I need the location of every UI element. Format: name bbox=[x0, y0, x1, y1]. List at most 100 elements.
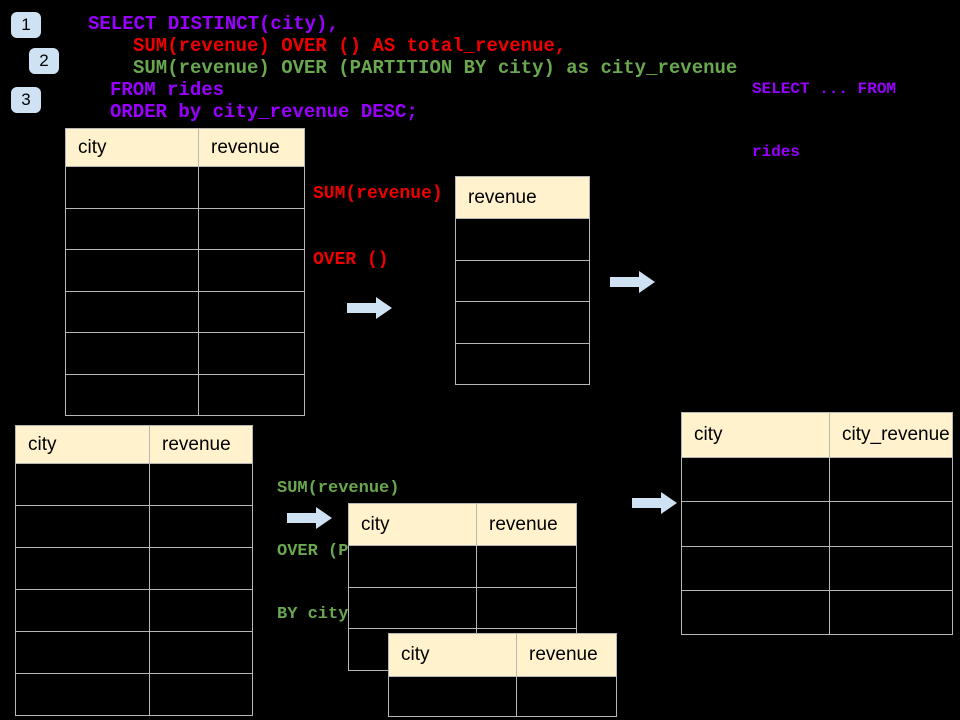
table-cell bbox=[15, 463, 150, 506]
table-cell bbox=[65, 290, 199, 333]
table-cell bbox=[388, 676, 517, 717]
table-row bbox=[15, 589, 253, 632]
table-cell bbox=[681, 545, 830, 591]
table-cell bbox=[149, 631, 253, 674]
table-row bbox=[15, 631, 253, 674]
table-cell bbox=[65, 332, 199, 375]
table-header-row: revenue bbox=[455, 176, 590, 219]
table-cell bbox=[829, 501, 953, 547]
table-cell bbox=[829, 589, 953, 636]
arrow-right-icon bbox=[347, 297, 392, 319]
table-cell bbox=[149, 547, 253, 590]
arrow-right-icon bbox=[632, 492, 677, 514]
table-cell bbox=[15, 547, 150, 590]
sql-line-sum-partition: SUM(revenue) OVER (PARTITION BY city) as… bbox=[133, 57, 738, 79]
table-cell bbox=[681, 589, 830, 636]
table-row bbox=[15, 505, 253, 548]
annotation-partition-line-3: BY city) bbox=[277, 605, 359, 624]
table-cell bbox=[455, 342, 590, 385]
table-cell bbox=[198, 373, 305, 416]
column-header: city bbox=[65, 128, 199, 167]
table-row bbox=[15, 673, 253, 716]
table-row bbox=[681, 589, 953, 636]
column-header: revenue bbox=[455, 176, 590, 219]
table-cell bbox=[829, 545, 953, 591]
annotation-total-line-1: SUM(revenue) bbox=[313, 184, 443, 204]
table-cell bbox=[149, 589, 253, 632]
annotation-partition-line-1: SUM(revenue) bbox=[277, 479, 400, 498]
table-row bbox=[65, 249, 305, 292]
sql-line-from: FROM rides bbox=[110, 79, 225, 101]
table-cell bbox=[149, 673, 253, 716]
side-note-line-1: SELECT ... FROM bbox=[752, 80, 897, 98]
table-cell bbox=[681, 456, 830, 503]
column-header: revenue bbox=[149, 425, 253, 464]
column-header: city bbox=[15, 425, 150, 464]
annotation-total-revenue: SUM(revenue) OVER () bbox=[313, 139, 443, 315]
table-cell bbox=[15, 589, 150, 632]
arrow-right-icon bbox=[610, 271, 655, 293]
column-header: city bbox=[388, 633, 517, 677]
table-cell bbox=[149, 505, 253, 548]
sql-line-sum-over: SUM(revenue) OVER () AS total_revenue, bbox=[133, 35, 567, 57]
table-row bbox=[388, 676, 617, 717]
table-row bbox=[681, 456, 953, 503]
column-header: revenue bbox=[516, 633, 617, 677]
table-cell bbox=[455, 301, 590, 344]
table-row bbox=[65, 332, 305, 375]
table-row bbox=[348, 545, 577, 588]
table-row bbox=[15, 547, 253, 590]
table-row bbox=[455, 342, 590, 385]
table-row bbox=[455, 259, 590, 302]
table-cell bbox=[681, 501, 830, 547]
table-cell bbox=[198, 290, 305, 333]
column-header: city bbox=[348, 503, 477, 546]
table-row bbox=[65, 373, 305, 416]
column-header: revenue bbox=[198, 128, 305, 167]
table-row bbox=[348, 586, 577, 629]
column-header: revenue bbox=[476, 503, 577, 546]
table-cell bbox=[15, 505, 150, 548]
table-cell bbox=[65, 166, 199, 209]
table-cell bbox=[348, 545, 477, 588]
table-cell bbox=[516, 676, 617, 717]
step-badge-2: 2 bbox=[29, 48, 59, 74]
side-note-line-2: rides bbox=[752, 143, 801, 161]
table-row bbox=[15, 463, 253, 506]
sql-line-order-by: ORDER by city_revenue DESC; bbox=[110, 101, 418, 123]
sql-line-select: SELECT DISTINCT(city), bbox=[88, 13, 339, 35]
annotation-total-line-2: OVER () bbox=[313, 250, 389, 270]
table-row bbox=[455, 218, 590, 261]
table-cell bbox=[455, 259, 590, 302]
table-cell bbox=[65, 207, 199, 250]
table-cell bbox=[15, 631, 150, 674]
column-header: city bbox=[681, 412, 830, 458]
table-row bbox=[65, 207, 305, 250]
table-row bbox=[65, 290, 305, 333]
table-cell bbox=[198, 332, 305, 375]
table-cell bbox=[348, 586, 477, 629]
table-row bbox=[681, 501, 953, 547]
table-cell bbox=[198, 207, 305, 250]
table-row bbox=[65, 166, 305, 209]
total-revenue-table: revenue bbox=[455, 176, 590, 385]
table-cell bbox=[15, 673, 150, 716]
table-cell bbox=[198, 249, 305, 292]
table-cell bbox=[455, 218, 590, 261]
table-cell bbox=[476, 545, 577, 588]
table-row bbox=[681, 545, 953, 591]
table-cell bbox=[65, 249, 199, 292]
table-cell bbox=[198, 166, 305, 209]
table-cell bbox=[149, 463, 253, 506]
step-badge-3: 3 bbox=[11, 87, 41, 113]
table-cell bbox=[829, 456, 953, 503]
